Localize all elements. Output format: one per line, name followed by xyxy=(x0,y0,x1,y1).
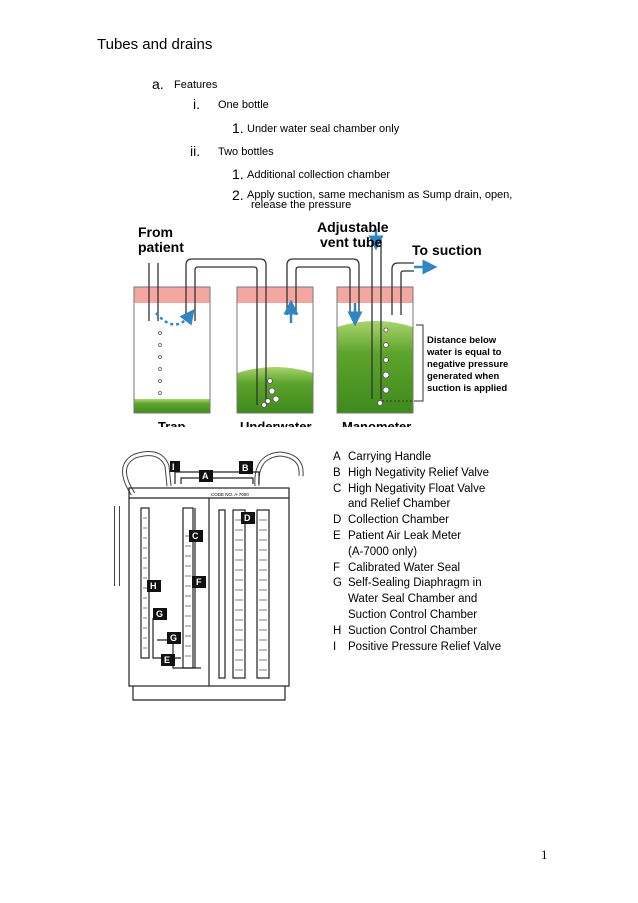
tag-h: H xyxy=(150,581,157,591)
legend-item: F Calibrated Water Seal xyxy=(333,561,501,577)
outline-marker-ii-1: 1. xyxy=(232,166,244,182)
manometer-caption: Manometer xyxy=(342,419,411,427)
outline-text-a: Features xyxy=(174,79,218,91)
underwater-caption: Underwater xyxy=(240,419,312,427)
tag-f: F xyxy=(196,577,202,587)
legend-line: Collection Chamber xyxy=(348,514,449,527)
legend-line: Patient Air Leak Meter xyxy=(348,529,462,542)
legend-key: B xyxy=(333,466,341,479)
legend-line: and Relief Chamber xyxy=(348,498,451,511)
drainage-unit-diagram: CODE NO. A-7000 I A B D C F H G G E xyxy=(114,451,304,701)
underwater-bottle xyxy=(236,286,314,414)
page-header: Tubes and drains xyxy=(97,36,213,53)
legend-description: Suction Control Chamber xyxy=(348,624,477,640)
legend-item: I Positive Pressure Relief Valve xyxy=(333,640,501,656)
tag-g-lower: G xyxy=(170,633,177,643)
outline-text-ii: Two bottles xyxy=(218,146,274,158)
legend-line: High Negativity Float Valve xyxy=(348,482,486,495)
legend-description: Calibrated Water Seal xyxy=(348,561,460,577)
legend-line: (A-7000 only) xyxy=(348,545,418,558)
flow-arrows xyxy=(155,229,438,327)
legend-description: High Negativity Relief Valve xyxy=(348,466,489,482)
distance-note-3: negative pressure xyxy=(427,359,508,370)
scale-ticks xyxy=(143,517,267,671)
tag-c: C xyxy=(192,531,199,541)
legend-key: D xyxy=(333,514,342,527)
three-bottle-diagram: From patient Adjustable vent tube To suc… xyxy=(133,219,508,427)
legend-key: C xyxy=(333,482,342,495)
from-patient-label-1: From xyxy=(138,224,173,240)
outline-text-ii-2: Apply suction, same mechanism as Sump dr… xyxy=(247,189,517,211)
distance-note-4: generated when xyxy=(427,371,500,382)
distance-bracket xyxy=(382,324,424,402)
outline-text-i: One bottle xyxy=(218,99,269,111)
legend-line: Suction Control Chamber xyxy=(348,608,478,621)
legend-item: B High Negativity Relief Valve xyxy=(333,466,501,482)
bubbles xyxy=(158,327,390,408)
page-number: 1 xyxy=(541,847,548,862)
legend-item: H Suction Control Chamber xyxy=(333,624,501,640)
legend-item: C High Negativity Float Valve and Relief C… xyxy=(333,482,501,514)
tag-d: D xyxy=(244,513,251,523)
outline-marker-ii-2: 2. xyxy=(232,187,244,203)
legend-item: A Carrying Handle xyxy=(333,450,501,466)
legend-line: Calibrated Water Seal xyxy=(348,561,461,574)
outline-marker-i-1: 1. xyxy=(232,120,244,136)
tag-e: E xyxy=(164,655,170,665)
trap-caption: Trap xyxy=(158,419,186,427)
outline-marker-i: i. xyxy=(193,96,200,112)
trap-bottle xyxy=(133,286,211,414)
outline-text-ii-1: Additional collection chamber xyxy=(247,169,391,181)
outline-text-i-1: Under water seal chamber only xyxy=(247,123,400,135)
legend-line: Water Seal Chamber and xyxy=(348,593,478,606)
distance-note-1: Distance below xyxy=(427,335,497,346)
legend-line: High Negativity Relief Valve xyxy=(348,466,490,479)
legend-key: G xyxy=(333,577,342,590)
legend-line: Positive Pressure Relief Valve xyxy=(348,640,502,653)
outline-text-ii-2-line1: Apply suction, same mechanism as Sump dr… xyxy=(247,189,513,201)
legend-description: Carrying Handle xyxy=(348,450,431,466)
legend-item: E Patient Air Leak Meter (A-7000 only) xyxy=(333,529,501,561)
legend-description: Positive Pressure Relief Valve xyxy=(348,640,501,656)
tag-a: A xyxy=(202,471,209,481)
tag-g-upper: G xyxy=(156,609,163,619)
tag-b: B xyxy=(242,463,249,473)
outline-text-ii-2-line2: release the pressure xyxy=(251,199,352,211)
legend-key: F xyxy=(333,561,341,574)
legend-item: D Collection Chamber xyxy=(333,513,501,529)
from-patient-label-2: patient xyxy=(138,239,184,255)
legend-line: Suction Control Chamber xyxy=(348,624,478,637)
legend-item: G Self-Sealing Diaphragm in Water Seal Cha… xyxy=(333,576,501,623)
legend-line: Self-Sealing Diaphragm in xyxy=(348,577,482,590)
tag-i: I xyxy=(172,462,175,472)
outline-marker-ii: ii. xyxy=(190,143,201,159)
distance-note-2: water is equal to xyxy=(426,347,502,358)
legend-key: E xyxy=(333,529,341,542)
legend-description: Collection Chamber xyxy=(348,513,449,529)
legend-line: Carrying Handle xyxy=(348,451,432,463)
legend-key: H xyxy=(333,624,342,637)
manometer-bottle xyxy=(336,286,414,414)
legend-description: High Negativity Float Valve and Relief Ch… xyxy=(348,482,485,514)
outline-marker-a: a. xyxy=(152,76,164,92)
vent-tube-label-2: vent tube xyxy=(320,234,382,250)
legend-key: I xyxy=(333,640,337,653)
vent-tube-label-1: Adjustable xyxy=(317,219,389,235)
to-suction-label: To suction xyxy=(412,242,482,258)
distance-note-5: suction is applied xyxy=(427,383,507,394)
tubing xyxy=(148,237,414,405)
legend-description: Self-Sealing Diaphragm in Water Seal Cham… xyxy=(348,576,482,623)
legend-key: A xyxy=(333,451,341,463)
legend-description: Patient Air Leak Meter (A-7000 only) xyxy=(348,529,461,561)
code-number-label: CODE NO. A-7000 xyxy=(211,492,249,497)
